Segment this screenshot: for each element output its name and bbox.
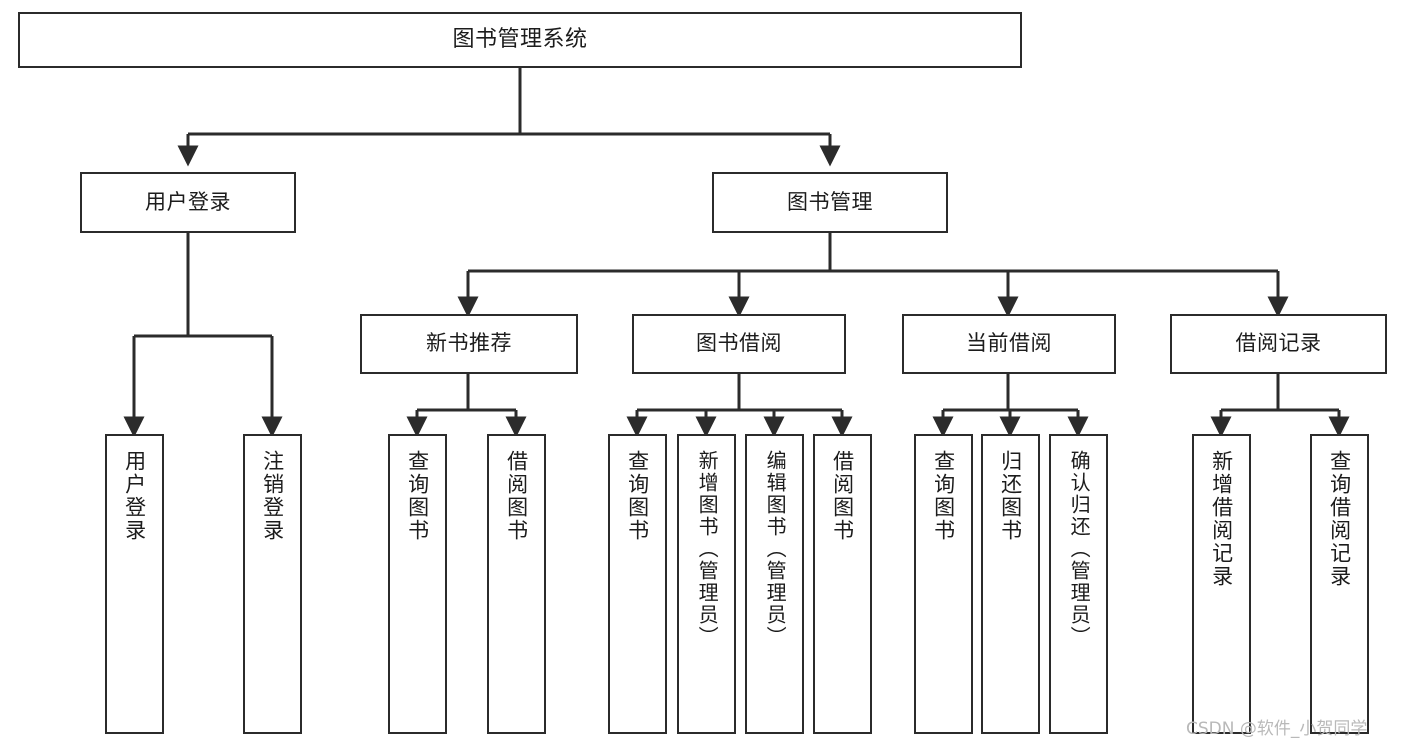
node-label: 新增图书（管理员） <box>695 450 720 648</box>
node-label: 借阅图书 <box>830 450 855 542</box>
node-label: 借阅图书 <box>504 450 529 542</box>
node-book-borrow[interactable]: 图书借阅 <box>632 314 846 374</box>
leaf-return-book[interactable]: 归还图书 <box>981 434 1040 734</box>
leaf-confirm-return-admin[interactable]: 确认归还（管理员） <box>1049 434 1108 734</box>
node-label: 查询图书 <box>625 450 650 542</box>
leaf-query-book-borrow[interactable]: 查询图书 <box>608 434 667 734</box>
node-new-book-recommend[interactable]: 新书推荐 <box>360 314 578 374</box>
leaf-add-borrow-record[interactable]: 新增借阅记录 <box>1192 434 1251 734</box>
node-label: 用户登录 <box>122 450 147 542</box>
node-root-system[interactable]: 图书管理系统 <box>18 12 1022 68</box>
node-label: 图书管理系统 <box>452 26 588 52</box>
leaf-query-borrow-record[interactable]: 查询借阅记录 <box>1310 434 1369 734</box>
node-label: 新增借阅记录 <box>1209 450 1234 588</box>
leaf-user-login[interactable]: 用户登录 <box>105 434 164 734</box>
node-label: 查询图书 <box>931 450 956 542</box>
node-book-management[interactable]: 图书管理 <box>712 172 948 233</box>
leaf-query-book-current[interactable]: 查询图书 <box>914 434 973 734</box>
node-label: 当前借阅 <box>966 331 1052 356</box>
node-label: 图书管理 <box>787 189 873 214</box>
leaf-add-book-admin[interactable]: 新增图书（管理员） <box>677 434 736 734</box>
node-user-login[interactable]: 用户登录 <box>80 172 296 233</box>
leaf-query-book-recommend[interactable]: 查询图书 <box>388 434 447 734</box>
leaf-edit-book-admin[interactable]: 编辑图书（管理员） <box>745 434 804 734</box>
node-current-borrow[interactable]: 当前借阅 <box>902 314 1116 374</box>
node-label: 新书推荐 <box>426 331 512 356</box>
node-label: 用户登录 <box>145 189 231 214</box>
node-label: 查询图书 <box>405 450 430 542</box>
csdn-watermark: CSDN @软件_小贺同学 <box>1186 719 1368 739</box>
node-label: 编辑图书（管理员） <box>763 450 788 648</box>
node-label: 注销登录 <box>260 450 285 542</box>
node-label: 查询借阅记录 <box>1327 450 1352 588</box>
leaf-logout-login[interactable]: 注销登录 <box>243 434 302 734</box>
node-label: 图书借阅 <box>696 331 782 356</box>
node-borrow-record[interactable]: 借阅记录 <box>1170 314 1387 374</box>
node-label: 确认归还（管理员） <box>1067 450 1092 648</box>
node-label: 借阅记录 <box>1235 331 1322 356</box>
node-label: 归还图书 <box>998 450 1023 542</box>
leaf-borrow-book[interactable]: 借阅图书 <box>813 434 872 734</box>
leaf-borrow-book-recommend[interactable]: 借阅图书 <box>487 434 546 734</box>
